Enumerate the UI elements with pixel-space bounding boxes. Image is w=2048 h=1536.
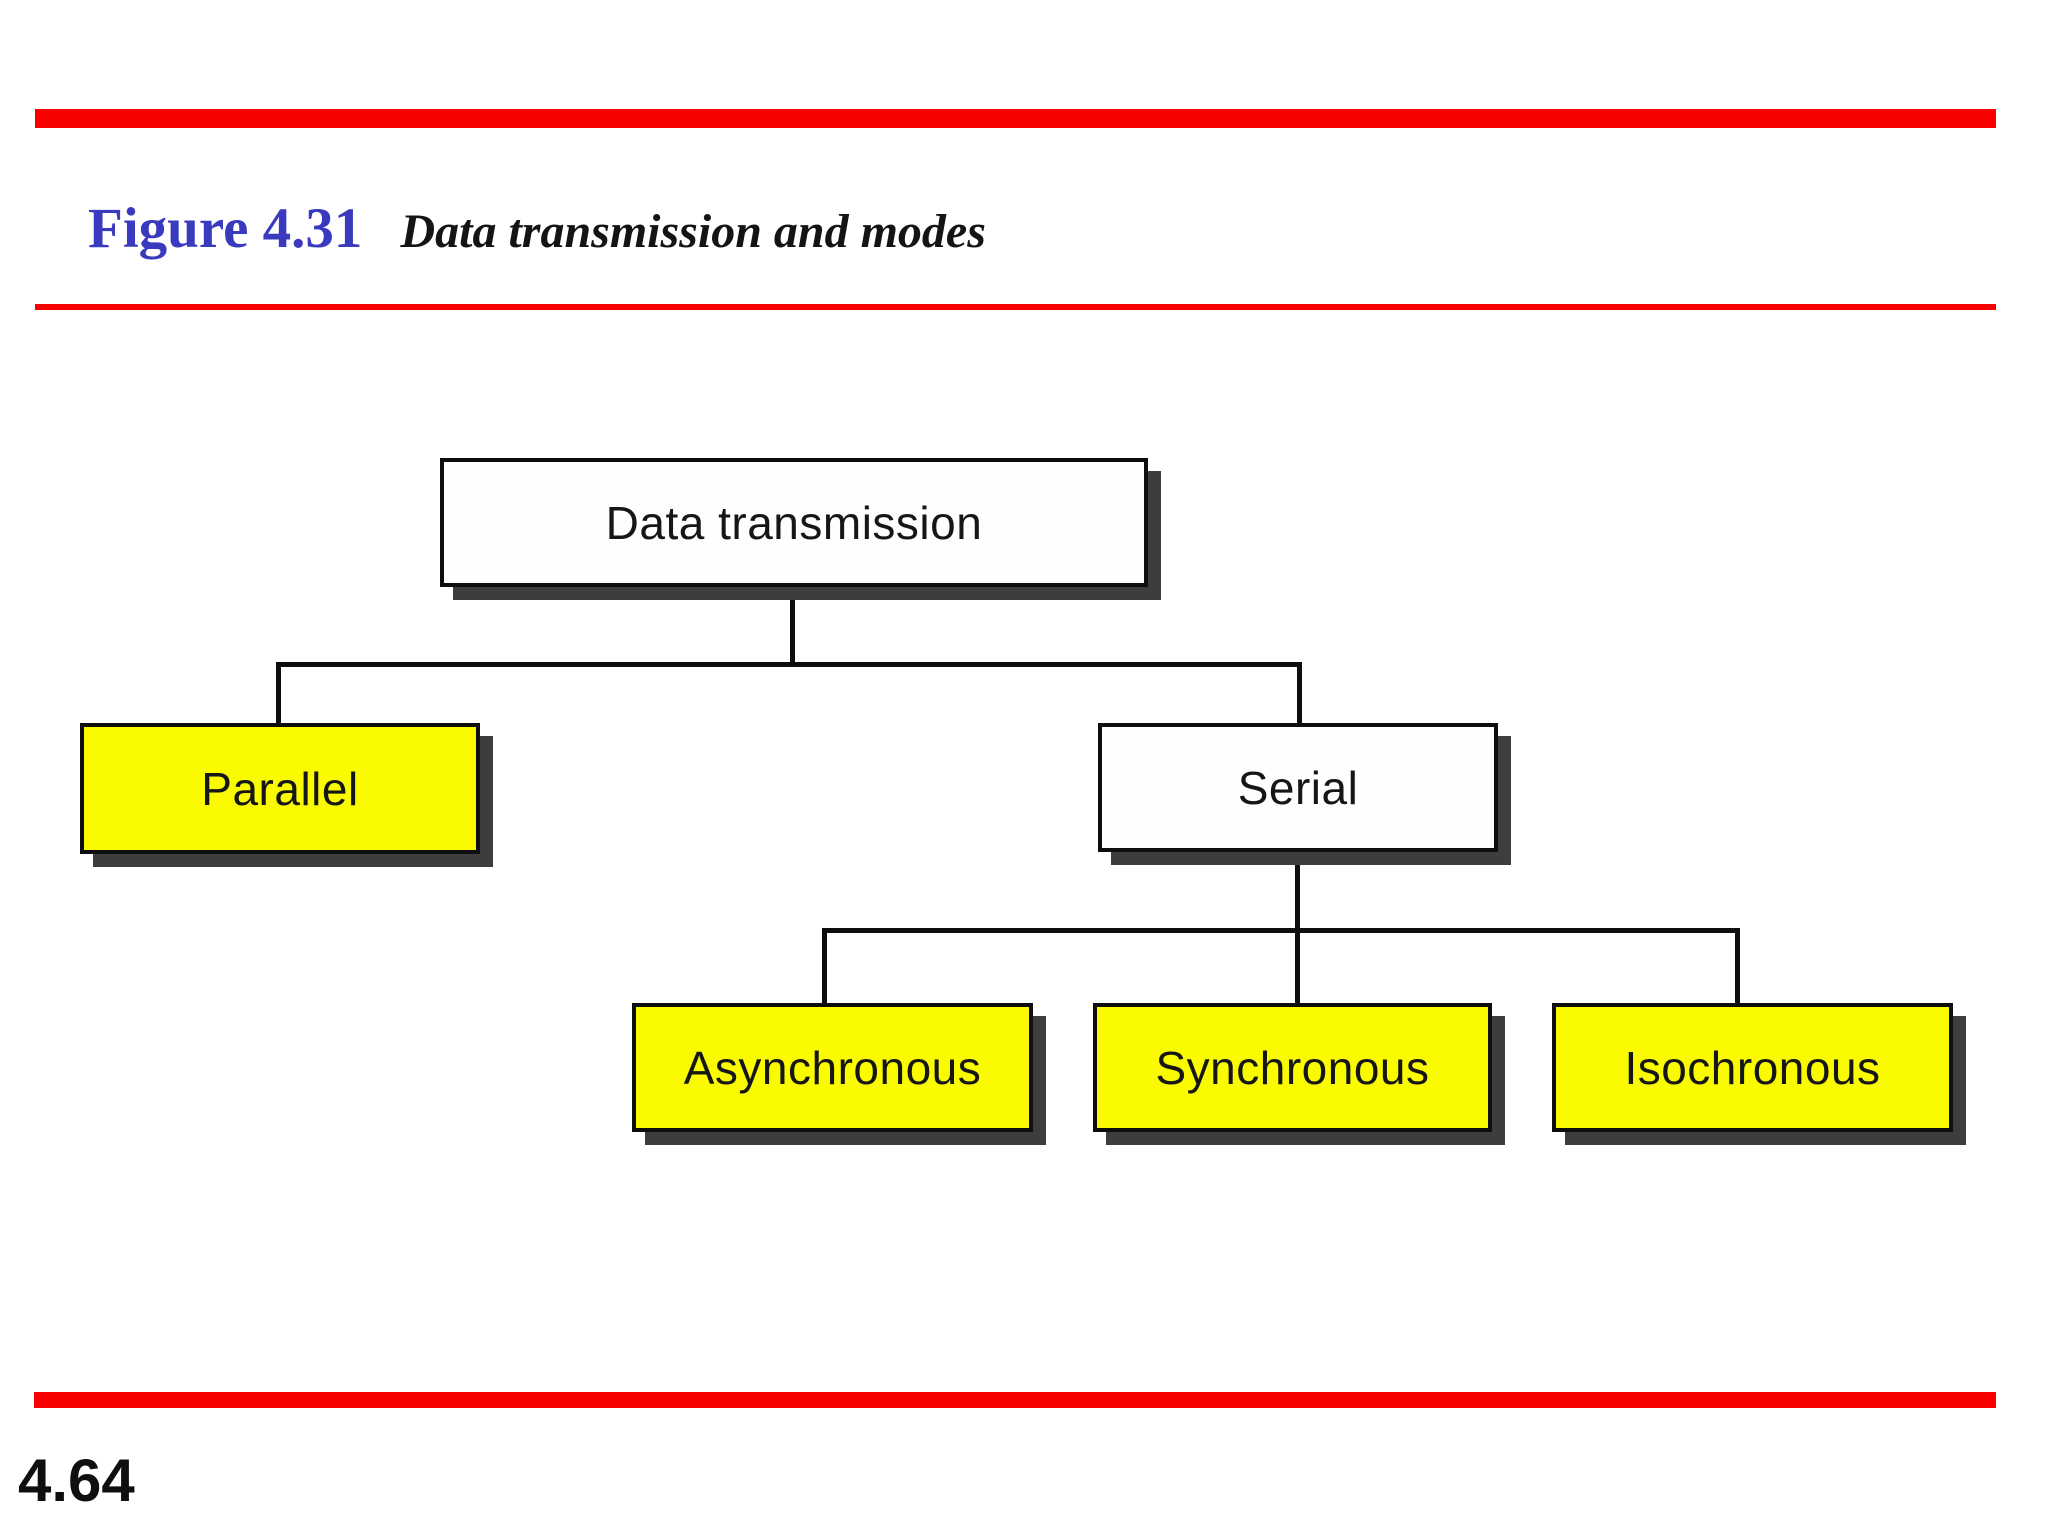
page-number: 4.64 — [18, 1447, 135, 1514]
connector-root-stem — [790, 585, 795, 667]
figure-label: Figure 4.31 — [88, 197, 363, 260]
connector-serial-stem — [1295, 850, 1300, 933]
node-data-transmission: Data transmission — [440, 458, 1148, 587]
title-underline-rule — [35, 304, 1996, 310]
bottom-red-rule — [34, 1392, 1996, 1408]
node-isochronous-label: Isochronous — [1624, 1041, 1881, 1094]
connector-drop-isochronous — [1735, 928, 1740, 1007]
figure-caption: Data transmission and modes — [400, 205, 986, 258]
connector-level1-horizontal — [276, 662, 1302, 667]
node-synchronous: Synchronous — [1093, 1003, 1492, 1132]
node-data-transmission-label: Data transmission — [605, 496, 983, 549]
connector-drop-synchronous — [1295, 928, 1300, 1007]
node-serial-label: Serial — [1237, 761, 1359, 814]
node-isochronous: Isochronous — [1552, 1003, 1953, 1132]
connector-drop-asynchronous — [822, 928, 827, 1007]
connector-drop-serial — [1297, 662, 1302, 727]
node-synchronous-label: Synchronous — [1155, 1041, 1430, 1094]
node-asynchronous-label: Asynchronous — [683, 1041, 982, 1094]
node-parallel: Parallel — [80, 723, 480, 854]
node-serial: Serial — [1098, 723, 1498, 852]
top-red-rule — [35, 109, 1996, 128]
node-asynchronous: Asynchronous — [632, 1003, 1033, 1132]
connector-level2-horizontal — [822, 928, 1740, 933]
node-parallel-label: Parallel — [201, 762, 359, 815]
connector-drop-parallel — [276, 662, 281, 727]
figure-header: Figure 4.31 Data transmission and modes — [88, 196, 986, 261]
